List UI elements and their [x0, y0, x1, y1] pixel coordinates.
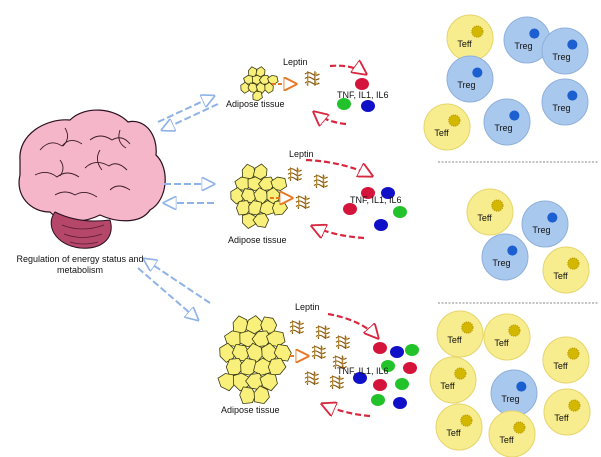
- leptin-protein-icon: [311, 345, 326, 360]
- cytokines-label-1: TNF, IL1, IL6: [337, 90, 389, 100]
- teff-cell: [423, 103, 471, 151]
- leptin-protein-icon: [304, 71, 320, 86]
- leptin-protein-icon: [313, 174, 328, 189]
- leptin-label-1: Leptin: [283, 57, 308, 67]
- treg-cell: [490, 369, 538, 417]
- leptin-arrows: [270, 84, 308, 356]
- teff-cell: [435, 403, 483, 451]
- adipose-label-2: Adipose tissue: [228, 235, 287, 245]
- treg-cell: [541, 78, 589, 126]
- teff-cell: [488, 410, 536, 457]
- teff-cell: [543, 388, 591, 436]
- cytokines-panel-1: [337, 78, 375, 112]
- leptin-label-3: Leptin: [295, 302, 320, 312]
- leptin-protein-icon: [289, 320, 304, 335]
- cytokines-label-2: TNF, IL1, IL6: [350, 195, 402, 205]
- panel-dividers: [438, 161, 598, 304]
- teff-cell: [542, 336, 590, 384]
- teff-cell: [429, 356, 477, 404]
- cytokine-arrows: [305, 66, 378, 418]
- treg-label: Treg: [552, 52, 571, 63]
- teff-cell: [542, 246, 590, 294]
- treg-label: Treg: [457, 80, 476, 91]
- teff-cell: [436, 310, 484, 358]
- brain-caption: Regulation of energy status and metaboli…: [16, 254, 144, 275]
- leptin-protein-icon: [315, 325, 330, 340]
- brain-arrows: [137, 96, 219, 320]
- teff-label: Teff: [446, 428, 461, 439]
- leptin-label-2: Leptin: [289, 149, 314, 159]
- adipose-tissue-small: [240, 66, 279, 102]
- adipose-label-1: Adipose tissue: [226, 99, 285, 109]
- treg-label: Treg: [532, 225, 551, 236]
- treg-cell: [483, 98, 531, 146]
- treg-label: Treg: [552, 103, 571, 114]
- teff-label: Teff: [554, 413, 569, 424]
- treg-cell: [481, 233, 529, 281]
- treg-label: Treg: [494, 123, 513, 134]
- teff-cell: [466, 188, 514, 236]
- adipose-tissue-large: [217, 315, 292, 405]
- teff-label: Teff: [494, 338, 509, 349]
- leptin-protein-icon: [287, 167, 302, 182]
- leptin-protein-icon: [329, 375, 344, 390]
- treg-cell: [541, 27, 589, 75]
- cytokines-panel-2: [343, 187, 407, 231]
- teff-label: Teff: [477, 213, 492, 224]
- teff-label: Teff: [553, 361, 568, 372]
- adipose-label-3: Adipose tissue: [221, 405, 280, 415]
- teff-cell: [446, 14, 494, 62]
- teff-label: Teff: [457, 39, 472, 50]
- cytokines-panel-3: [353, 342, 419, 409]
- treg-label: Treg: [514, 41, 533, 52]
- treg-cell: [446, 55, 494, 103]
- leptin-protein-icon: [304, 371, 319, 386]
- leptin-proteins: [287, 71, 350, 390]
- leptin-protein-icon: [295, 195, 310, 210]
- teff-cell: [483, 313, 531, 361]
- treg-cell: [521, 200, 569, 248]
- teff-label: Teff: [440, 381, 455, 392]
- brain-icon: [18, 109, 166, 249]
- teff-label: Teff: [553, 271, 568, 282]
- treg-label: Treg: [492, 258, 511, 269]
- t-cells: [423, 14, 591, 457]
- teff-label: Teff: [499, 435, 514, 446]
- adipose-tissue-medium: [230, 163, 288, 230]
- leptin-protein-icon: [332, 355, 347, 370]
- teff-label: Teff: [434, 128, 449, 139]
- treg-label: Treg: [501, 394, 520, 405]
- leptin-protein-icon: [335, 335, 350, 350]
- cytokines-label-3: TNF, IL1, IL6: [337, 366, 389, 376]
- teff-label: Teff: [447, 335, 462, 346]
